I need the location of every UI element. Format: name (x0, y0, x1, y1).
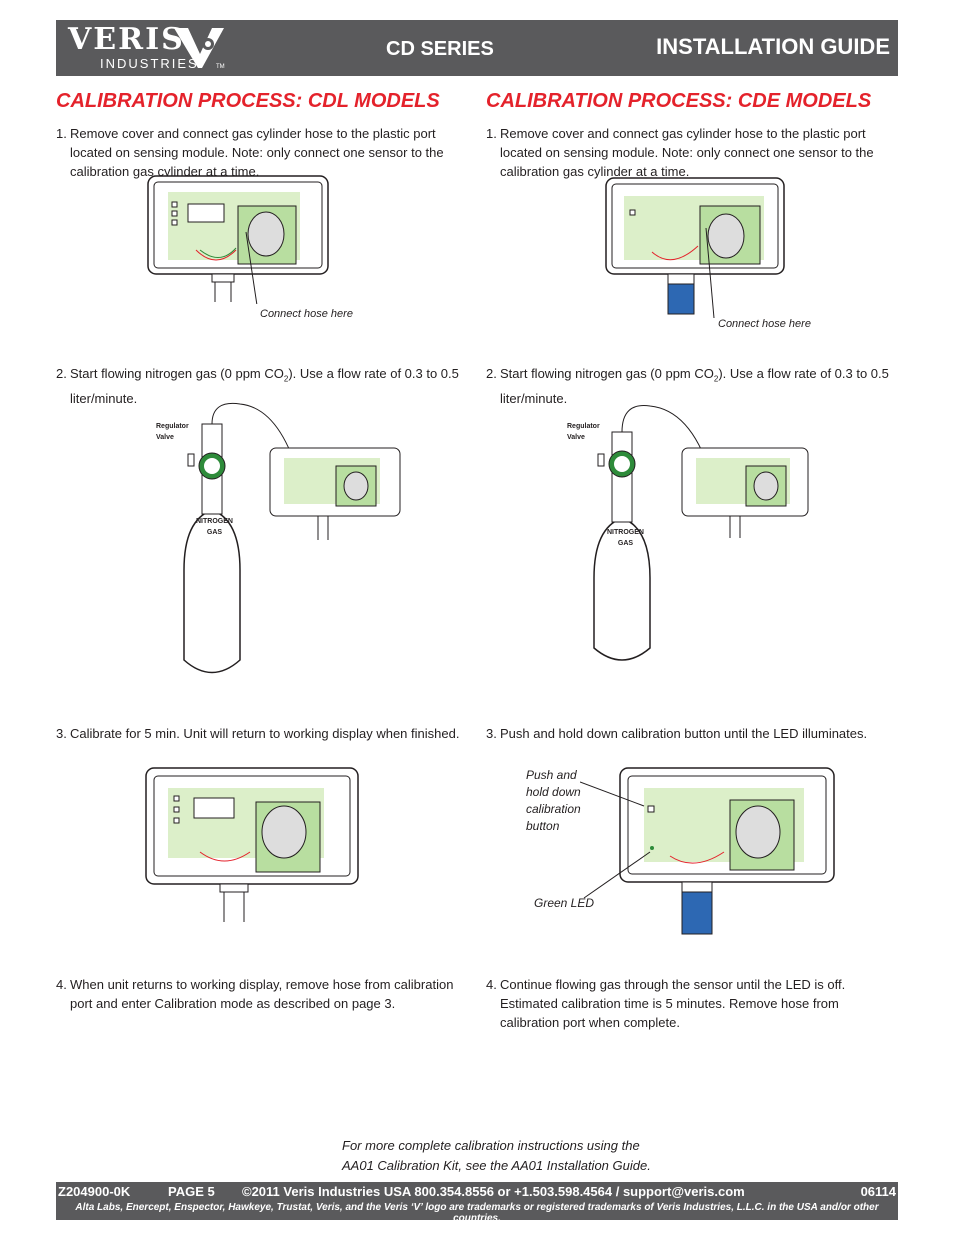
page-footer: Z204900-0K PAGE 5 ©2011 Veris Industries… (56, 1182, 898, 1224)
cde-connect-hose-label: Connect hose here (718, 318, 811, 330)
cde-step-4: 4.Continue flowing gas through the senso… (486, 977, 846, 1030)
cdl-section-title: CALIBRATION PROCESS: CDL MODELS (56, 90, 440, 112)
cde-sensor-button-figure (580, 767, 835, 935)
trademark-notice: Alta Labs, Enercept, Enspector, Hawkeye,… (75, 1202, 879, 1224)
revision-code: 06114 (860, 1184, 896, 1199)
logo-subtitle: INDUSTRIES (100, 56, 199, 71)
page-number: PAGE 5 (168, 1184, 215, 1199)
cdl-sensor-open-figure (147, 175, 329, 304)
logo-wordmark: VERIS (68, 22, 185, 57)
cdl-connect-hose-label: Connect hose here (260, 308, 353, 320)
cdl-sensor-calibrating-figure (145, 767, 359, 922)
cde-sensor-open-figure (605, 177, 785, 318)
cdl-step-2: 2.Start flowing nitrogen gas (0 ppm CO2)… (56, 366, 459, 406)
veris-v-logo-icon (174, 28, 224, 68)
doc-number: Z204900-0K (58, 1184, 131, 1199)
cde-push-button-label: Push and hold down calibration button (526, 768, 581, 833)
cdl-nitrogen-cylinder-figure (183, 402, 401, 674)
cde-step-3: 3.Push and hold down calibration button … (486, 726, 868, 741)
series-name: CD SERIES (386, 38, 494, 60)
cdl-step-3: 3.Calibrate for 5 min. Unit will return … (56, 726, 460, 741)
guide-title: INSTALLATION GUIDE (656, 34, 890, 59)
cde-step-1: 1.Remove cover and connect gas cylinder … (486, 126, 874, 179)
cde-step-2: 2.Start flowing nitrogen gas (0 ppm CO2)… (486, 366, 889, 406)
cde-nitrogen-cylinder-figure (593, 405, 809, 661)
cdl-step-1: 1.Remove cover and connect gas cylinder … (56, 126, 444, 179)
cdl-step-4: 4.When unit returns to working display, … (56, 977, 454, 1011)
contact-info: ©2011 Veris Industries USA 800.354.8556 … (242, 1184, 745, 1199)
calibration-kit-footnote: For more complete calibration instructio… (342, 1138, 651, 1173)
page-header: VERIS INDUSTRIES TM CD SERIES INSTALLATI… (56, 20, 898, 76)
cde-green-led-label: Green LED (534, 896, 595, 910)
logo-trademark: TM (216, 64, 225, 70)
cde-section-title: CALIBRATION PROCESS: CDE MODELS (486, 90, 872, 112)
